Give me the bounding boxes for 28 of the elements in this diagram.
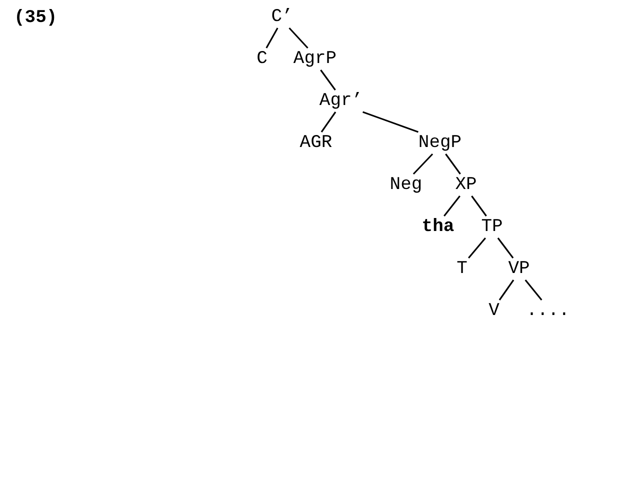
tree-node-label: .... [526, 300, 570, 322]
tree-node-label: Agr’ [319, 90, 363, 112]
tree-node-label: XP [455, 174, 477, 196]
branch-line [412, 153, 434, 175]
tree-node-label: AGR [300, 132, 332, 154]
branch-line [266, 28, 278, 48]
branch-line [471, 196, 487, 216]
tree-node-label: VP [508, 258, 530, 280]
branch-line [288, 27, 308, 49]
tree-node-label: AgrP [293, 48, 337, 70]
branch-line [497, 238, 514, 258]
branch-line [362, 111, 418, 133]
example-number: (35) [14, 7, 58, 30]
tree-node-label: C’ [271, 6, 293, 28]
branch-line [320, 70, 336, 90]
branch-line [444, 196, 460, 216]
branch-line [524, 280, 542, 300]
tree-node-label: V [488, 300, 500, 322]
tree-node-label: C [256, 48, 268, 70]
tree-node-label: T [456, 258, 468, 280]
tree-node-label: Neg [390, 174, 422, 196]
branch-line [445, 154, 461, 174]
tree-node-label: NegP [418, 132, 462, 154]
branch-line [498, 280, 514, 300]
branch-line [320, 112, 336, 132]
tree-node-label: tha [422, 216, 454, 238]
tree-node-label: TP [481, 216, 503, 238]
branch-line [468, 237, 486, 259]
